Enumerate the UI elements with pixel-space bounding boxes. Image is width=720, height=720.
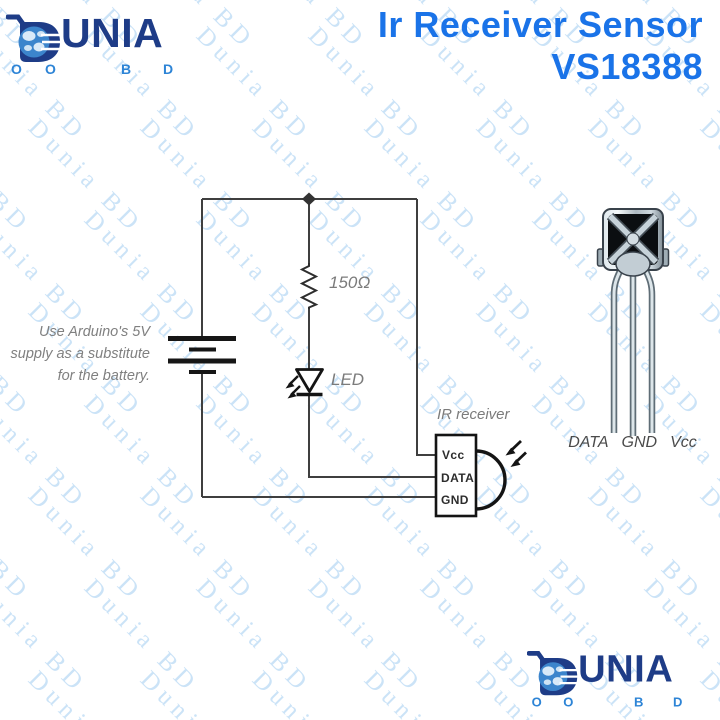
ir-receiver-symbol [434, 433, 527, 518]
brand-logo-bottom: UNIA O O B D [527, 645, 694, 714]
ir-incoming-arrows [505, 439, 527, 467]
junction-node [302, 192, 316, 206]
ir-dome [475, 449, 507, 511]
title-line2: VS18388 [551, 46, 703, 87]
led-emission-arrows [285, 375, 301, 399]
brand-letter-b: B [121, 61, 132, 77]
caption-pin-data: DATA [568, 434, 609, 451]
cart-wheel-right: O [563, 694, 574, 710]
cart-globe-icon [527, 651, 579, 696]
brand-wordmark: UNIA [578, 646, 674, 690]
wires [201, 198, 436, 498]
photo-pin-caption: DATA GND Vcc [560, 434, 705, 452]
ir-sensor-photo [596, 208, 670, 436]
cart-wheel-right: O [45, 61, 56, 77]
led-label: LED [331, 370, 365, 389]
cart-handle [6, 14, 26, 27]
pin-label-data: DATA [441, 471, 475, 485]
brand-logo-top: UNIA O O B D [6, 8, 186, 82]
speed-lines [41, 33, 61, 51]
cart-wheel-left: O [531, 694, 542, 710]
cart-globe-icon [6, 14, 61, 62]
product-title: Ir Receiver Sensor VS18388 [378, 4, 703, 88]
cart-handle [527, 651, 546, 663]
caption-pin-vcc: Vcc [670, 434, 697, 451]
speed-lines [559, 668, 579, 685]
battery-note: Use Arduino's 5V supply as a substitute … [8, 321, 150, 387]
brand-letter-b: B [633, 694, 644, 710]
sensor-lens-dome [615, 251, 651, 277]
brand-subrow: O O B D [6, 61, 186, 81]
led-icon [285, 368, 324, 399]
battery-note-line3: for the battery. [57, 368, 150, 384]
brand-wordmark: UNIA [61, 10, 164, 56]
title-line1: Ir Receiver Sensor [377, 4, 703, 45]
brand-letter-d: D [673, 694, 683, 710]
cart-wheel-left: O [11, 61, 22, 77]
ir-receiver-label: IR receiver [437, 406, 510, 423]
pin-label-vcc: Vcc [442, 448, 465, 462]
battery-icon [168, 336, 236, 374]
pin-label-gnd: GND [441, 493, 469, 507]
sensor-legs [610, 267, 656, 436]
brand-letter-d: D [163, 61, 174, 77]
brand-subrow: O O B D [527, 694, 694, 713]
resistor-value-label: 150Ω [329, 273, 371, 292]
caption-pin-gnd: GND [621, 434, 658, 451]
battery-note-line1: Use Arduino's 5V [38, 324, 150, 340]
resistor-icon [299, 263, 319, 309]
battery-note-line2: supply as a substitute [10, 346, 150, 362]
